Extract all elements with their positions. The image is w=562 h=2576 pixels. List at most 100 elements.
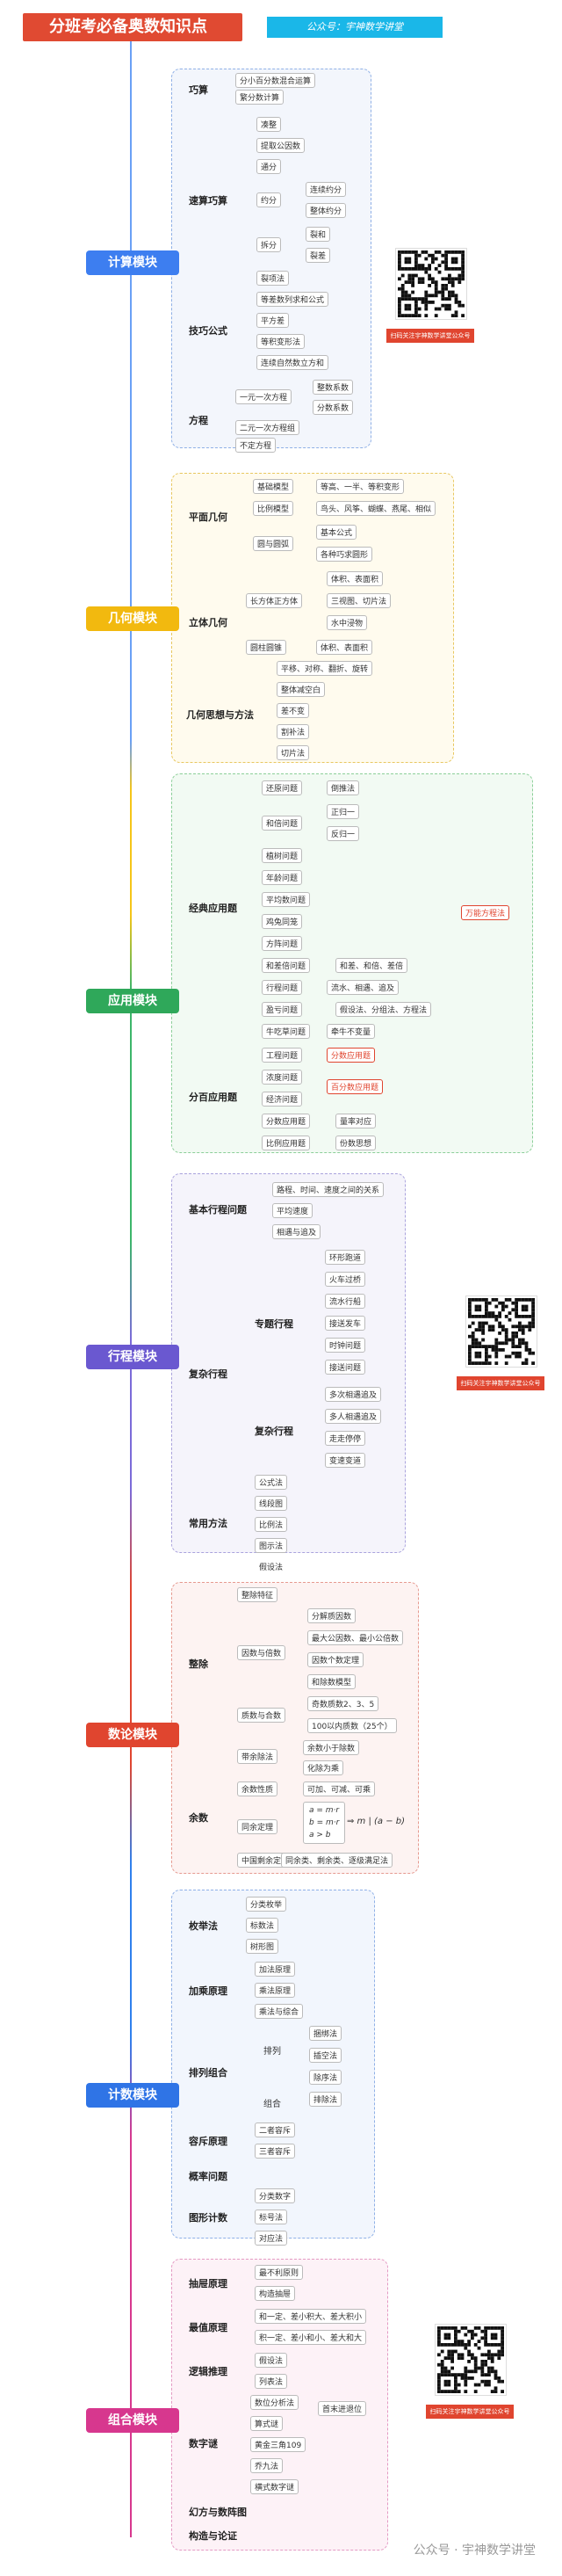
qr-cell <box>487 1315 492 1318</box>
qr-cell <box>414 264 418 267</box>
qr-cell <box>400 290 405 294</box>
qr-cell <box>498 1301 501 1305</box>
qr-cell <box>531 1311 535 1315</box>
module-number[interactable]: 数论模块 <box>86 1723 179 1747</box>
qr-cell <box>485 1351 488 1355</box>
qr-cell <box>454 301 458 304</box>
qr-cell <box>487 1301 492 1305</box>
count-l1-meiju: 枚举法 <box>189 1920 218 1932</box>
qr-cell <box>398 264 401 267</box>
qr-cell <box>448 267 451 271</box>
qr-cell <box>491 1328 495 1332</box>
qr-cell <box>485 1298 488 1302</box>
qr-cell <box>467 2349 471 2354</box>
qr-cell <box>417 297 422 301</box>
number-dy-1: 余数小于除数 <box>303 1740 360 1755</box>
qr-cell <box>484 2360 487 2363</box>
qr-cell <box>404 290 408 294</box>
qr-cell <box>443 2326 448 2330</box>
qr-cell <box>531 1321 535 1325</box>
qr-cell <box>518 1354 522 1359</box>
qr-cell <box>440 2360 444 2363</box>
qr-cell <box>424 303 429 308</box>
qr-cell <box>421 297 425 301</box>
qr-cell <box>468 1301 472 1305</box>
qr-cell <box>497 2326 501 2330</box>
qr-cell <box>431 253 435 258</box>
qr-cell <box>417 253 422 258</box>
module-calc[interactable]: 计算模块 <box>86 250 179 275</box>
module-count[interactable]: 计数模块 <box>86 2083 179 2108</box>
qr-cell <box>407 314 412 317</box>
qr-cell <box>480 2353 485 2357</box>
app-jd-8: 和差倍问题 <box>262 958 311 973</box>
app-jd-2: 和倍问题 <box>262 816 303 831</box>
qr-cell <box>400 267 405 271</box>
qr-cell <box>478 1304 482 1309</box>
qr-cell <box>508 1311 512 1315</box>
qr-cell <box>471 1361 475 1365</box>
qr-cell <box>454 267 458 271</box>
qr-image <box>465 1295 537 1368</box>
calc-qs-1: 分小百分数混合运算 <box>235 73 316 88</box>
number-sy: 同余类、剩余类、逐级满足法 <box>281 1853 393 1868</box>
qr-cell <box>501 1308 505 1312</box>
calc-jq-2: 平方差 <box>256 313 290 328</box>
qr-cell <box>437 2379 441 2384</box>
qr-cell <box>515 1324 518 1329</box>
qr-cell <box>494 1351 499 1355</box>
geo-sx-3: 差不变 <box>277 703 310 718</box>
qr-cell <box>490 2336 494 2340</box>
qr-cell <box>447 2379 451 2384</box>
qr-cell <box>473 2356 478 2360</box>
count-tx-3: 对应法 <box>255 2231 288 2246</box>
qr-cell <box>477 2326 481 2330</box>
geo-yuanzhu: 体积、表面积 <box>316 640 373 655</box>
qr-cell <box>504 1361 508 1365</box>
qr-cell <box>437 307 442 311</box>
qr-cell <box>400 294 405 298</box>
travel-zt-1: 环形跑道 <box>325 1250 366 1265</box>
qr-cell <box>521 1361 525 1365</box>
qr-cell <box>480 2362 485 2367</box>
qr-cell <box>411 297 414 301</box>
qr-cell <box>487 2326 491 2330</box>
number-yu-4: 中国剩余定理 <box>237 1853 294 1868</box>
qr-cell <box>501 2353 504 2357</box>
number-zc-3: 质数与合数 <box>237 1708 286 1723</box>
app-yk: 假设法、分组法、方程法 <box>335 1002 432 1017</box>
qr-cell <box>524 1348 529 1352</box>
qr-caption: 扫码关注宇神数学讲堂公众号 <box>426 2405 514 2419</box>
module-combo[interactable]: 组合模块 <box>86 2408 179 2433</box>
module-geo[interactable]: 几何模块 <box>86 606 179 631</box>
number-ty-3: ⇒ m | (a − b) <box>347 1817 406 1826</box>
number-l1-yushu: 余数 <box>189 1812 208 1824</box>
module-app[interactable]: 应用模块 <box>86 989 179 1013</box>
module-travel[interactable]: 行程模块 <box>86 1345 179 1369</box>
geo-group <box>171 473 454 763</box>
qr-cell <box>437 290 442 294</box>
calc-fc-1: 一元一次方程 <box>235 389 292 404</box>
qr-cell <box>441 303 445 308</box>
qr-cell <box>444 284 448 287</box>
qr-cell <box>468 1358 472 1362</box>
count-jc-1: 加法原理 <box>255 1962 296 1977</box>
qr-cell <box>428 253 431 258</box>
qr-cell <box>515 1298 518 1302</box>
qr-cell <box>487 2379 491 2384</box>
qr-cell <box>450 2373 454 2376</box>
qr-cell <box>434 284 438 287</box>
qr-cell <box>417 280 422 284</box>
qr-cell <box>457 2343 461 2347</box>
qr-cell <box>398 307 401 311</box>
qr-cell <box>448 280 451 284</box>
qr-cell <box>471 2356 474 2360</box>
qr-cell <box>518 1338 522 1342</box>
geo-bili: 鸟头、风筝、蝴蝶、燕尾、相似 <box>316 501 436 516</box>
count-jc-3: 乘法与综合 <box>255 2004 304 2019</box>
count-pl-2: 组合 <box>263 2100 281 2109</box>
count-mj-2: 标数法 <box>246 1918 279 1933</box>
qr-cell <box>437 2326 441 2330</box>
qr-cell <box>404 303 408 308</box>
qr-cell <box>434 314 438 317</box>
